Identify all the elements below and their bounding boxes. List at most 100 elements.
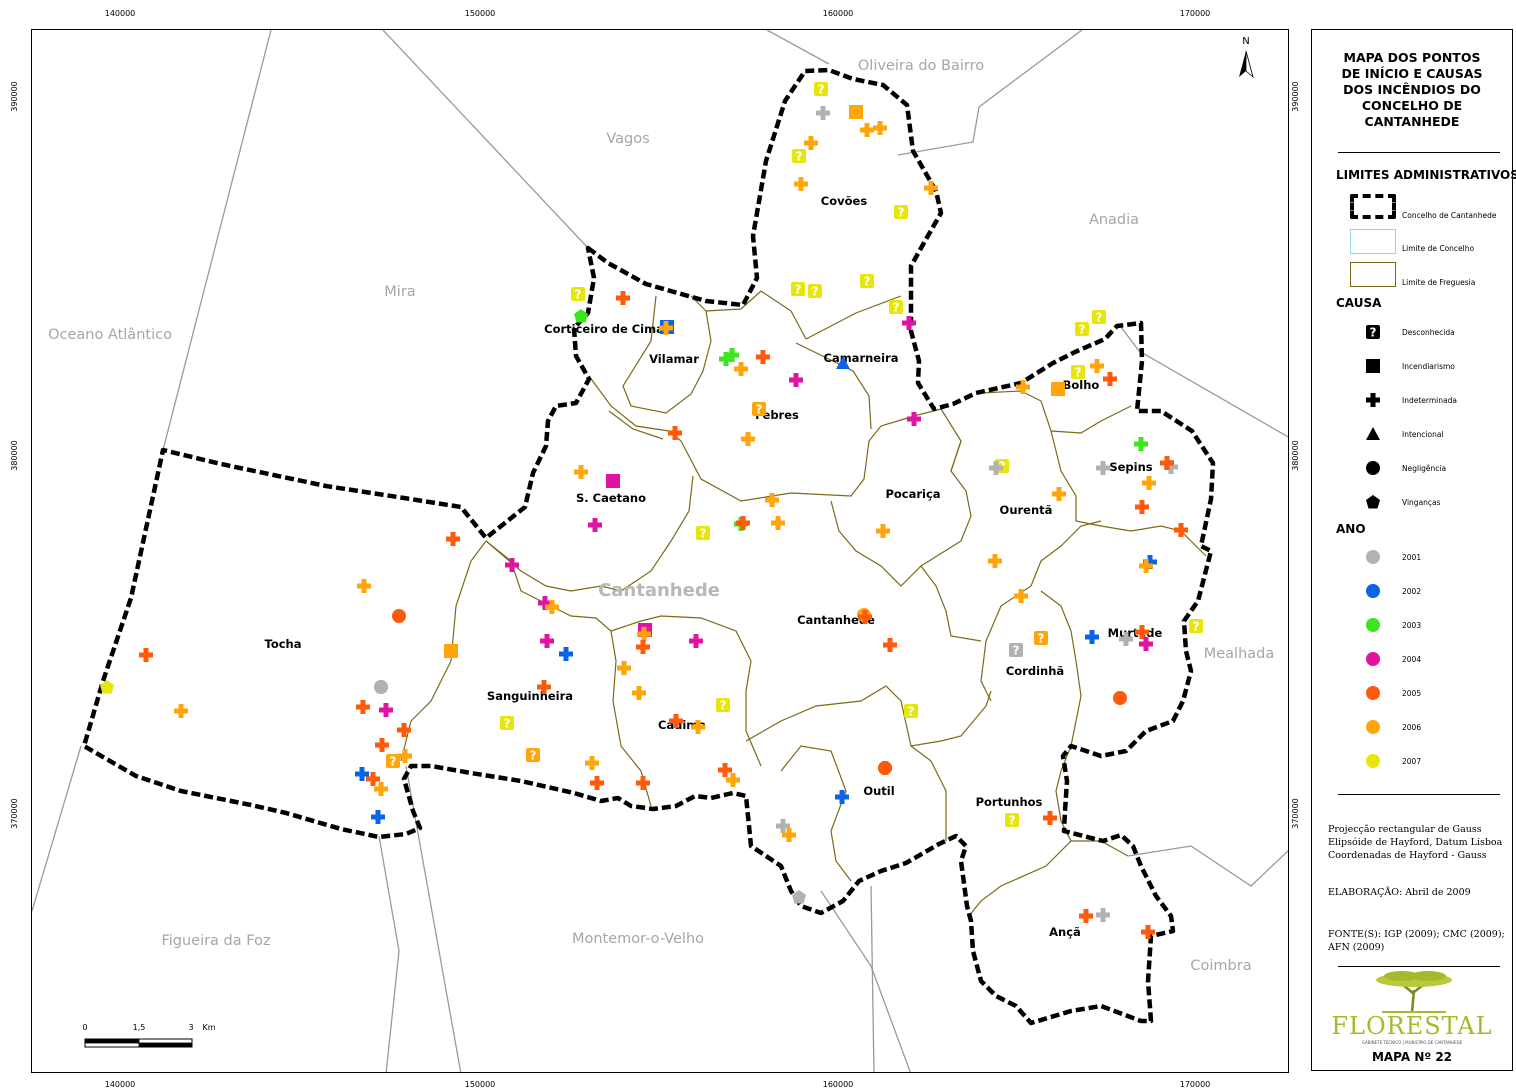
- fire-point-undetermined-2006[interactable]: [617, 661, 631, 675]
- fire-point-unknown-2007[interactable]: [696, 526, 710, 541]
- fire-point-undetermined-2006[interactable]: [734, 362, 748, 376]
- fire-point-undetermined-2005[interactable]: [1043, 811, 1057, 825]
- fire-point-undetermined-2006[interactable]: [924, 181, 938, 195]
- fire-point-undetermined-2006[interactable]: [741, 432, 755, 446]
- fire-point-arson-2006[interactable]: [444, 644, 458, 658]
- fire-point-undetermined-2005[interactable]: [397, 723, 411, 737]
- fire-point-unknown-2007[interactable]: [500, 716, 514, 731]
- fire-point-undetermined-2005[interactable]: [1103, 372, 1117, 386]
- fire-point-undetermined-2005[interactable]: [736, 516, 750, 530]
- fire-point-undetermined-2006[interactable]: [860, 123, 874, 137]
- year-label-2003: 2003: [1402, 621, 1422, 630]
- fire-point-undetermined-2005[interactable]: [636, 640, 650, 654]
- fire-point-undetermined-2006[interactable]: [988, 554, 1002, 568]
- year-label-2001: 2001: [1402, 553, 1422, 562]
- fire-point-undetermined-2006[interactable]: [585, 756, 599, 770]
- fire-point-undetermined-2005[interactable]: [668, 426, 682, 440]
- fire-point-negligence-2001[interactable]: [374, 680, 388, 694]
- fire-point-undetermined-2002[interactable]: [371, 810, 385, 824]
- fire-point-undetermined-2002[interactable]: [559, 647, 573, 661]
- fire-point-undetermined-2006[interactable]: [574, 465, 588, 479]
- fire-point-undetermined-2004[interactable]: [505, 558, 519, 572]
- fire-point-undetermined-2004[interactable]: [689, 634, 703, 648]
- fire-point-undetermined-2005[interactable]: [883, 638, 897, 652]
- fire-point-arson-2006[interactable]: [849, 105, 863, 119]
- year-label-2007: 2007: [1402, 757, 1422, 766]
- fire-point-undetermined-2006[interactable]: [873, 121, 887, 135]
- fire-point-unknown-2007[interactable]: [1071, 365, 1085, 380]
- fire-point-undetermined-2002[interactable]: [1085, 630, 1099, 644]
- fire-point-unknown-2007[interactable]: [716, 698, 730, 713]
- fire-point-undetermined-2006[interactable]: [398, 749, 412, 763]
- fire-point-undetermined-2005[interactable]: [590, 776, 604, 790]
- fire-point-unknown-2007[interactable]: [792, 149, 806, 164]
- fire-point-undetermined-2004[interactable]: [789, 373, 803, 387]
- fire-point-unknown-2007[interactable]: [889, 300, 903, 315]
- fire-point-unknown-2006[interactable]: [386, 754, 400, 769]
- fire-point-undetermined-2001[interactable]: [1096, 908, 1110, 922]
- fire-point-undetermined-2005[interactable]: [616, 291, 630, 305]
- fire-point-arson-2004[interactable]: [606, 474, 620, 488]
- fire-point-unknown-2007[interactable]: [860, 274, 874, 289]
- fire-point-undetermined-2005[interactable]: [1174, 523, 1188, 537]
- fire-point-unknown-2007[interactable]: [894, 205, 908, 220]
- fire-point-undetermined-2006[interactable]: [794, 177, 808, 191]
- fire-point-undetermined-2006[interactable]: [174, 704, 188, 718]
- fire-point-undetermined-2003[interactable]: [1134, 437, 1148, 451]
- fire-point-undetermined-2005[interactable]: [636, 776, 650, 790]
- fire-point-undetermined-2006[interactable]: [374, 782, 388, 796]
- fire-point-unknown-2007[interactable]: [1189, 619, 1203, 634]
- fire-point-unknown-2007[interactable]: [791, 282, 805, 297]
- fire-point-undetermined-2006[interactable]: [1014, 589, 1028, 603]
- fire-point-undetermined-2004[interactable]: [902, 316, 916, 330]
- cause-label-2: Indeterminada: [1402, 396, 1457, 405]
- limit-label-concelho: Concelho de Cantanhede: [1402, 211, 1497, 220]
- fire-point-undetermined-2005[interactable]: [756, 350, 770, 364]
- fire-point-undetermined-2005[interactable]: [718, 763, 732, 777]
- year-label-2005: 2005: [1402, 689, 1422, 698]
- cause-heading: CAUSA: [1336, 296, 1382, 310]
- fire-point-undetermined-2001[interactable]: [816, 106, 830, 120]
- fire-point-undetermined-2005[interactable]: [139, 648, 153, 662]
- fire-point-undetermined-2006[interactable]: [632, 686, 646, 700]
- fire-point-negligence-2005[interactable]: [392, 609, 406, 623]
- fire-point-undetermined-2005[interactable]: [356, 700, 370, 714]
- fire-point-undetermined-2006[interactable]: [726, 773, 740, 787]
- fire-point-undetermined-2004[interactable]: [540, 634, 554, 648]
- fire-point-undetermined-2004[interactable]: [379, 703, 393, 717]
- fire-point-undetermined-2006[interactable]: [1142, 476, 1156, 490]
- y-tick-left-370000: 370000: [9, 798, 19, 829]
- fire-point-unknown-2007[interactable]: [1092, 310, 1106, 325]
- fire-point-unknown-2006[interactable]: [526, 748, 540, 763]
- fire-point-unknown-2007[interactable]: [904, 704, 918, 719]
- fire-point-unknown-2007[interactable]: [571, 287, 585, 302]
- fire-point-undetermined-2006[interactable]: [1052, 487, 1066, 501]
- x-tick-top-150000: 150000: [464, 9, 496, 18]
- fire-point-unknown-2007[interactable]: [814, 82, 828, 97]
- fire-point-undetermined-2005[interactable]: [375, 738, 389, 752]
- fire-point-revenge-2007[interactable]: [100, 680, 114, 694]
- fire-point-undetermined-2001[interactable]: [1096, 461, 1110, 475]
- fire-point-arson-2006[interactable]: [1051, 382, 1065, 396]
- limit-label-limite-concelho: Limite de Concelho: [1402, 244, 1475, 253]
- fire-point-unknown-2001[interactable]: [1009, 643, 1023, 658]
- fire-point-unknown-2007[interactable]: [1075, 322, 1089, 337]
- fire-point-unknown-2007[interactable]: [1005, 813, 1019, 828]
- fire-point-undetermined-2004[interactable]: [907, 412, 921, 426]
- fire-point-negligence-2005[interactable]: [1113, 691, 1127, 705]
- fire-point-undetermined-2006[interactable]: [771, 516, 785, 530]
- freguesia-label: S. Caetano: [576, 491, 646, 505]
- fire-point-undetermined-2005[interactable]: [1079, 909, 1093, 923]
- fire-point-undetermined-2006[interactable]: [804, 136, 818, 150]
- fire-point-undetermined-2004[interactable]: [588, 518, 602, 532]
- fire-point-unknown-2006[interactable]: [1034, 631, 1048, 646]
- fire-point-undetermined-2005[interactable]: [446, 532, 460, 546]
- fire-point-unknown-2007[interactable]: [808, 284, 822, 299]
- fire-point-undetermined-2006[interactable]: [1090, 359, 1104, 373]
- fire-point-unknown-2006[interactable]: [752, 402, 766, 417]
- fire-point-undetermined-2006[interactable]: [876, 524, 890, 538]
- fire-point-undetermined-2006[interactable]: [357, 579, 371, 593]
- fire-point-undetermined-2002[interactable]: [835, 790, 849, 804]
- fire-point-undetermined-2005[interactable]: [1135, 500, 1149, 514]
- fire-point-revenge-2003[interactable]: [574, 309, 588, 323]
